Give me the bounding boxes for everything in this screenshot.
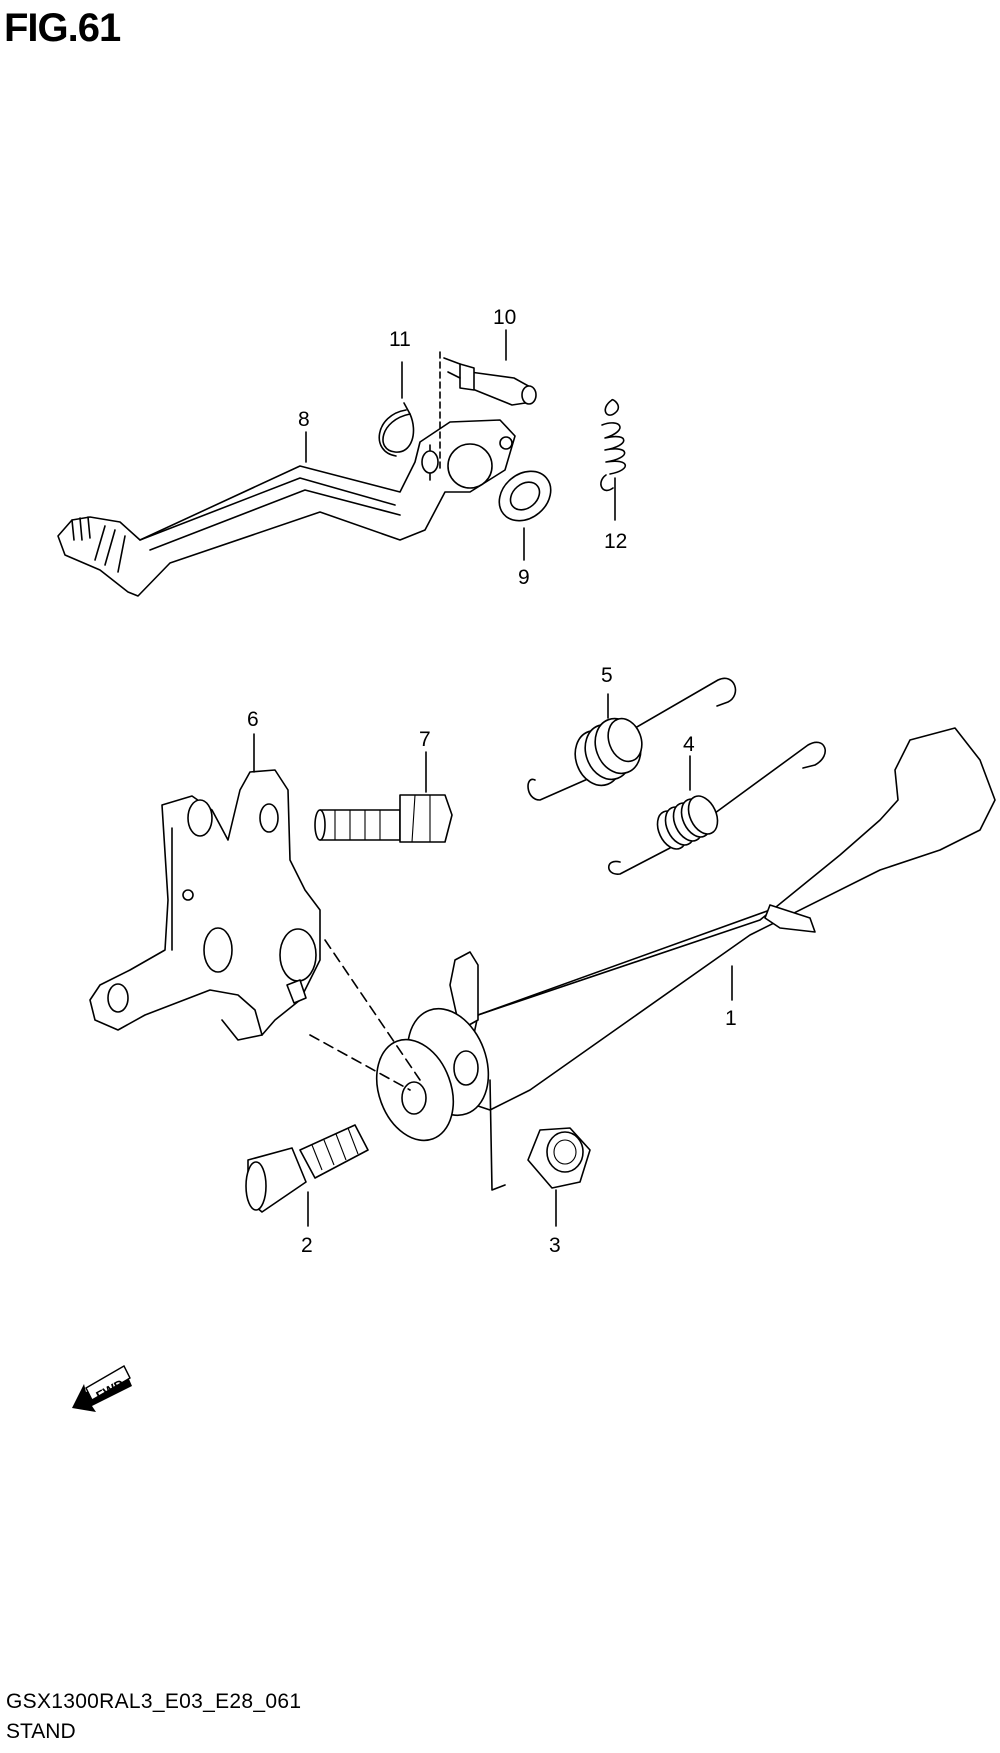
diagram-name: STAND <box>6 1720 76 1743</box>
leader-lines <box>253 329 733 1227</box>
part-3-nut <box>527 1127 591 1189</box>
callout-5: 5 <box>601 664 613 687</box>
callout-10: 10 <box>493 306 516 329</box>
callout-4: 4 <box>683 733 695 756</box>
callout-11: 11 <box>389 328 411 351</box>
part-2-bolt <box>245 1124 369 1213</box>
callout-8: 8 <box>298 408 310 431</box>
callout-2: 2 <box>301 1234 313 1257</box>
part-7-bolt <box>314 794 453 843</box>
callout-1: 1 <box>725 1007 737 1030</box>
part-1-stand <box>309 727 996 1191</box>
part-4-spring <box>607 741 826 875</box>
part-10-pin <box>439 351 537 471</box>
forward-arrow-icon: FWD <box>72 1365 132 1412</box>
callout-labels: 8 11 10 9 12 5 4 6 7 1 2 3 <box>247 306 737 1257</box>
callout-9: 9 <box>518 566 530 589</box>
callout-3: 3 <box>549 1234 561 1257</box>
figure-title: FIG.61 <box>4 6 121 50</box>
part-11-circlip <box>378 402 415 457</box>
callout-6: 6 <box>247 708 259 731</box>
callout-12: 12 <box>604 530 627 553</box>
part-12-spring <box>600 398 627 492</box>
diagram-code: GSX1300RAL3_E03_E28_061 <box>6 1690 302 1713</box>
part-9-washer <box>498 470 552 522</box>
part-8-lever <box>57 419 516 597</box>
part-6-bracket <box>89 769 321 1041</box>
part-5-spring <box>527 677 737 801</box>
callout-7: 7 <box>419 728 431 751</box>
